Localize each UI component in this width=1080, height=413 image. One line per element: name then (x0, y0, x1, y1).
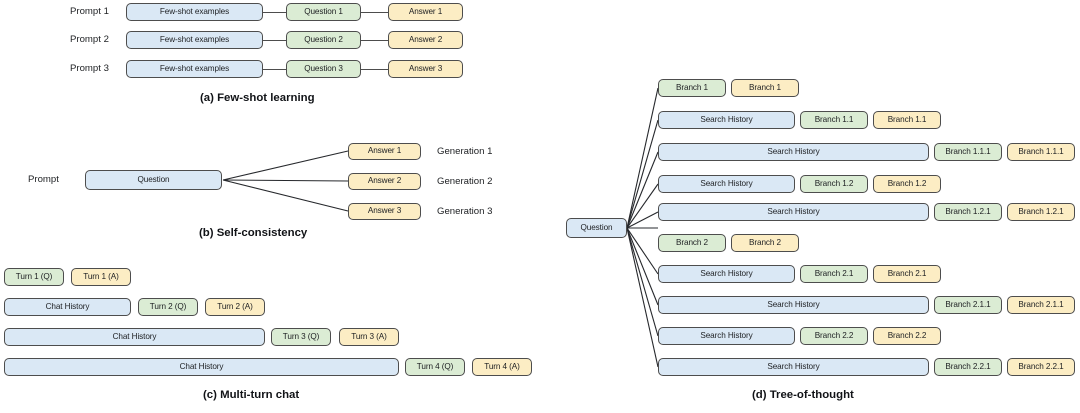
node-question-2[interactable]: Question 2 (286, 31, 361, 49)
node-question-root-d[interactable]: Question (566, 218, 627, 238)
node-turn-1-answer[interactable]: Turn 1 (A) (71, 268, 131, 286)
node-tot-branch-a-8[interactable]: Branch 2.1.1 (1007, 296, 1075, 314)
node-tot-branch-q-8[interactable]: Branch 2.1.1 (934, 296, 1002, 314)
node-tot-branch-a-7[interactable]: Branch 2.1 (873, 265, 941, 283)
generation-label-2: Generation 2 (437, 176, 493, 187)
generation-label-3: Generation 3 (437, 206, 493, 217)
node-tot-branch-q-7[interactable]: Branch 2.1 (800, 265, 868, 283)
node-question-root-b[interactable]: Question (85, 170, 222, 190)
node-tot-branch-q-2[interactable]: Branch 1.1 (800, 111, 868, 129)
node-turn-4-answer[interactable]: Turn 4 (A) (472, 358, 532, 376)
node-answer-gen-3[interactable]: Answer 3 (348, 203, 421, 220)
node-turn-4-question[interactable]: Turn 4 (Q) (405, 358, 465, 376)
edge-a3-context-question (262, 69, 286, 71)
edge-a1-context-question (262, 12, 286, 14)
generation-label-1: Generation 1 (437, 146, 493, 157)
node-chat-history-3[interactable]: Chat History (4, 328, 265, 346)
node-search-history-10[interactable]: Search History (658, 358, 929, 376)
prompt-label-2: Prompt 2 (70, 34, 109, 45)
node-tot-branch-a-9[interactable]: Branch 2.2 (873, 327, 941, 345)
node-tot-branch-q-3[interactable]: Branch 1.1.1 (934, 143, 1002, 161)
node-answer-2[interactable]: Answer 2 (388, 31, 463, 49)
node-tot-branch-a-3[interactable]: Branch 1.1.1 (1007, 143, 1075, 161)
node-turn-2-answer[interactable]: Turn 2 (A) (205, 298, 265, 316)
node-few-shot-examples-3[interactable]: Few-shot examples (126, 60, 263, 78)
node-turn-2-question[interactable]: Turn 2 (Q) (138, 298, 198, 316)
node-turn-3-answer[interactable]: Turn 3 (A) (339, 328, 399, 346)
node-answer-gen-2[interactable]: Answer 2 (348, 173, 421, 190)
node-tot-branch-q-1[interactable]: Branch 1 (658, 79, 726, 97)
node-tot-branch-q-4[interactable]: Branch 1.2 (800, 175, 868, 193)
node-answer-gen-1[interactable]: Answer 1 (348, 143, 421, 160)
node-search-history-2[interactable]: Search History (658, 111, 795, 129)
edge-a3-question-answer (360, 69, 388, 71)
node-search-history-9[interactable]: Search History (658, 327, 795, 345)
node-few-shot-examples-1[interactable]: Few-shot examples (126, 3, 263, 21)
node-chat-history-4[interactable]: Chat History (4, 358, 399, 376)
node-search-history-8[interactable]: Search History (658, 296, 929, 314)
node-tot-branch-a-5[interactable]: Branch 1.2.1 (1007, 203, 1075, 221)
prompt-label-3: Prompt 3 (70, 63, 109, 74)
node-tot-branch-a-6[interactable]: Branch 2 (731, 234, 799, 252)
node-answer-1[interactable]: Answer 1 (388, 3, 463, 21)
caption-panel-a: (a) Few-shot learning (200, 92, 315, 104)
node-tot-branch-a-4[interactable]: Branch 1.2 (873, 175, 941, 193)
caption-panel-b: (b) Self-consistency (199, 227, 308, 239)
node-turn-3-question[interactable]: Turn 3 (Q) (271, 328, 331, 346)
edge-a2-question-answer (360, 40, 388, 42)
node-tot-branch-q-5[interactable]: Branch 1.2.1 (934, 203, 1002, 221)
node-tot-branch-a-10[interactable]: Branch 2.2.1 (1007, 358, 1075, 376)
prompt-label-b: Prompt (28, 174, 59, 185)
node-answer-3[interactable]: Answer 3 (388, 60, 463, 78)
node-search-history-5[interactable]: Search History (658, 203, 929, 221)
node-search-history-4[interactable]: Search History (658, 175, 795, 193)
edge-a1-question-answer (360, 12, 388, 14)
node-tot-branch-q-9[interactable]: Branch 2.2 (800, 327, 868, 345)
caption-panel-c: (c) Multi-turn chat (203, 389, 300, 401)
node-few-shot-examples-2[interactable]: Few-shot examples (126, 31, 263, 49)
node-tot-branch-q-10[interactable]: Branch 2.2.1 (934, 358, 1002, 376)
edge-a2-context-question (262, 40, 286, 42)
node-question-3[interactable]: Question 3 (286, 60, 361, 78)
node-turn-1-question[interactable]: Turn 1 (Q) (4, 268, 64, 286)
node-question-1[interactable]: Question 1 (286, 3, 361, 21)
caption-panel-d: (d) Tree-of-thought (752, 389, 854, 401)
prompt-label-1: Prompt 1 (70, 6, 109, 17)
node-search-history-7[interactable]: Search History (658, 265, 795, 283)
node-tot-branch-a-2[interactable]: Branch 1.1 (873, 111, 941, 129)
node-chat-history-2[interactable]: Chat History (4, 298, 131, 316)
node-tot-branch-q-6[interactable]: Branch 2 (658, 234, 726, 252)
node-search-history-3[interactable]: Search History (658, 143, 929, 161)
node-tot-branch-a-1[interactable]: Branch 1 (731, 79, 799, 97)
